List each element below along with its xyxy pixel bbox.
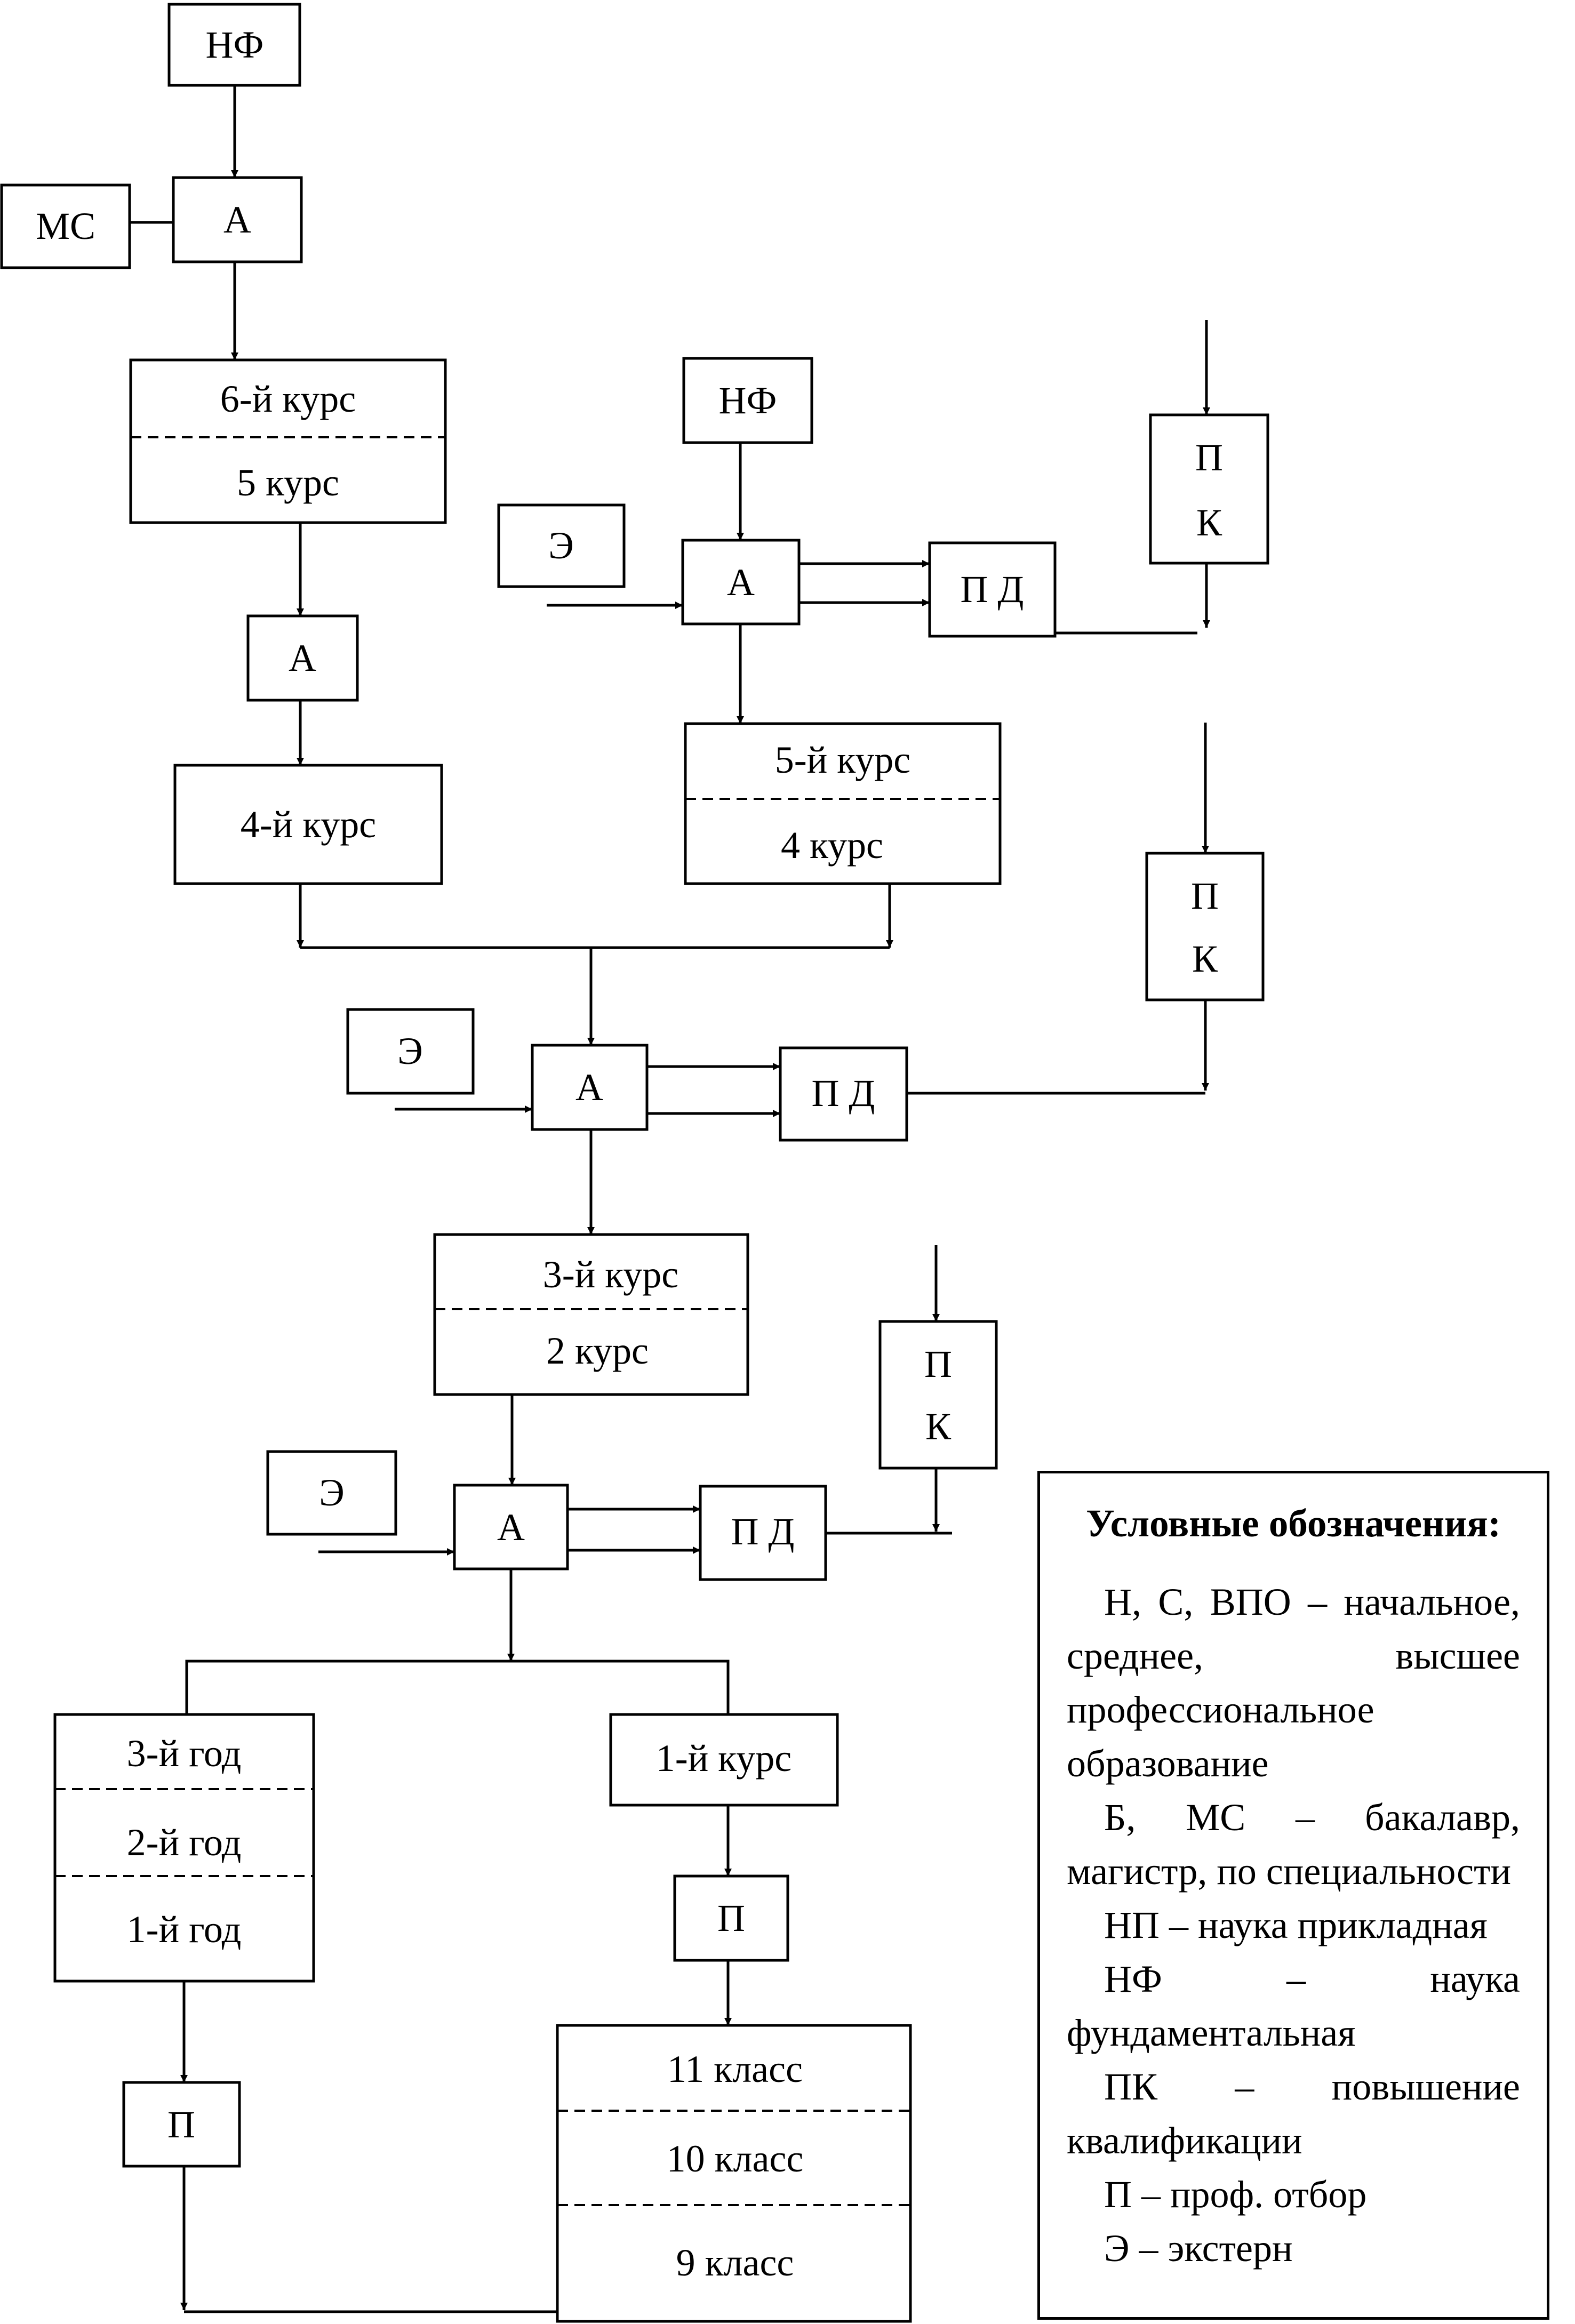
pd3-label: П Д: [731, 1510, 794, 1553]
legend-item: Э – экстерн: [1104, 2227, 1293, 2270]
ms-box: [0, 183, 131, 269]
course3-label: 3-й курс: [543, 1253, 678, 1296]
nf-top-label: НФ: [206, 23, 264, 66]
course6-5-box: [129, 358, 447, 524]
p-right-label: П: [717, 1897, 745, 1940]
year2-label: 2-й год: [127, 1821, 242, 1864]
pk3-label-k: К: [925, 1405, 952, 1448]
a-top-label: А: [223, 198, 251, 241]
pd2-label: П Д: [811, 1072, 875, 1115]
p-left-box: [122, 2081, 241, 2168]
course2-label: 2 курс: [546, 1329, 649, 1372]
legend-item: П – проф. отбор: [1104, 2173, 1367, 2216]
legend-item: ПК – повышение квалификации: [1067, 2065, 1520, 2162]
legend-item: Б, МС – бакалавр, магистр, по специально…: [1067, 1796, 1520, 1893]
connector: [185, 1660, 730, 1714]
pk1-label-p: П: [1195, 436, 1223, 479]
pd1-box: [928, 541, 1057, 638]
year1-label: 1-й год: [127, 1908, 242, 1951]
pk3-label-p: П: [924, 1343, 952, 1385]
pd1-label: П Д: [960, 568, 1024, 611]
pk2-label-p: П: [1191, 875, 1219, 917]
ms-label: МС: [36, 205, 95, 247]
pk1-label-k: К: [1196, 501, 1222, 544]
class10-label: 10 класс: [667, 2137, 804, 2180]
e3-label: Э: [319, 1471, 345, 1514]
a-left-box: [246, 614, 359, 702]
e2-box: [346, 1008, 475, 1095]
p-right-box: [673, 1874, 789, 1962]
course1-box: [609, 1713, 839, 1807]
class-box: [556, 2024, 912, 2323]
course5b-label: 5-й курс: [775, 739, 910, 781]
course4b-label: 4 курс: [781, 824, 883, 867]
course1-label: 1-й курс: [656, 1737, 792, 1780]
p-left-label: П: [167, 2103, 195, 2146]
a-low-label: А: [497, 1506, 525, 1549]
year3-label: 3-й год: [127, 1732, 242, 1775]
a-mid-label: А: [727, 561, 755, 604]
course4-left-box: [173, 764, 443, 885]
e3-box: [266, 1450, 397, 1536]
legend-item: НФ – наука фундаментальная: [1067, 1958, 1520, 2054]
nf-mid-box: [682, 357, 813, 444]
e1-label: Э: [548, 524, 574, 567]
legend-item: Н, С, ВПО – начальное, среднее, высшее п…: [1067, 1581, 1520, 1785]
course5b-4b-box: [684, 722, 1002, 885]
course5-label: 5 курс: [237, 461, 339, 504]
a-top-box: [172, 176, 303, 263]
legend: Условные обозначения: Н, С, ВПО – началь…: [1037, 1471, 1549, 2320]
class11-label: 11 класс: [667, 2048, 803, 2090]
legend-item: НП – наука прикладная: [1104, 1904, 1488, 1946]
e2-label: Э: [397, 1030, 423, 1072]
nf-mid-label: НФ: [719, 379, 777, 422]
e1-box: [497, 503, 626, 588]
pk1-box: [1149, 413, 1269, 565]
pk2-label-k: К: [1192, 937, 1218, 980]
class9-label: 9 класс: [676, 2241, 794, 2284]
pk3-box: [878, 1320, 998, 1470]
legend-title: Условные обозначения:: [1086, 1502, 1501, 1545]
course4-left-label: 4-й курс: [241, 803, 376, 846]
a-left-label: А: [289, 637, 316, 679]
a-center-label: А: [575, 1066, 603, 1109]
course6-label: 6-й курс: [220, 378, 356, 420]
